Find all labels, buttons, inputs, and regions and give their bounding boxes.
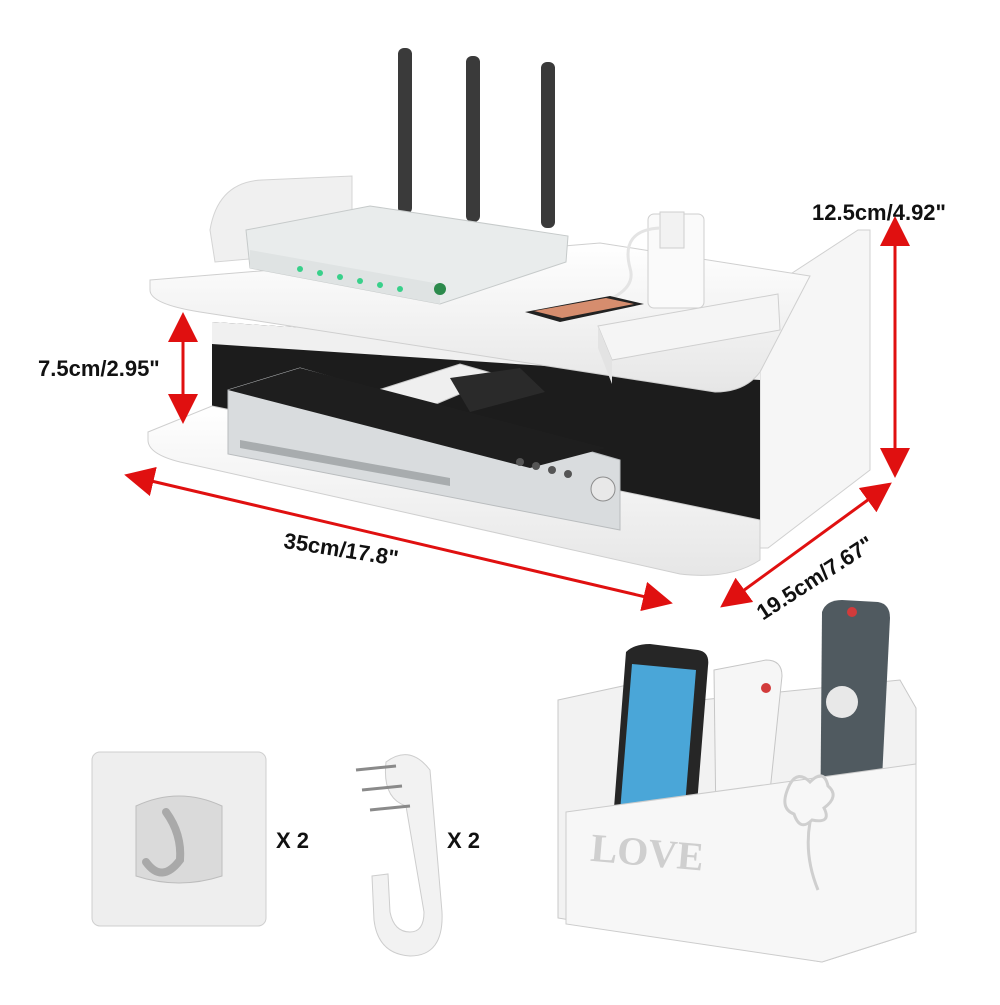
- width-arrow: [124, 466, 673, 612]
- router: [245, 48, 569, 305]
- router-status-lights: [297, 266, 403, 292]
- antenna-right: [541, 62, 555, 228]
- depth-arrow: [720, 482, 892, 608]
- wall-hook-quantity: X 2: [447, 828, 481, 853]
- height-dimension-label: 12.5cm/4.92": [812, 200, 946, 225]
- charging-station: [525, 211, 781, 384]
- inner-height-dimension-label: 7.5cm/2.95": [38, 356, 160, 381]
- adhesive-hook: [91, 751, 267, 927]
- adhesive-hook-quantity: X 2: [276, 828, 310, 853]
- remote-organizer: LOVE: [557, 600, 917, 963]
- dimension-arrows: [124, 216, 910, 612]
- wall-hook: [355, 754, 443, 957]
- antenna-left: [398, 48, 412, 214]
- love-cutout: LOVE: [589, 825, 706, 880]
- antenna-center: [466, 56, 480, 222]
